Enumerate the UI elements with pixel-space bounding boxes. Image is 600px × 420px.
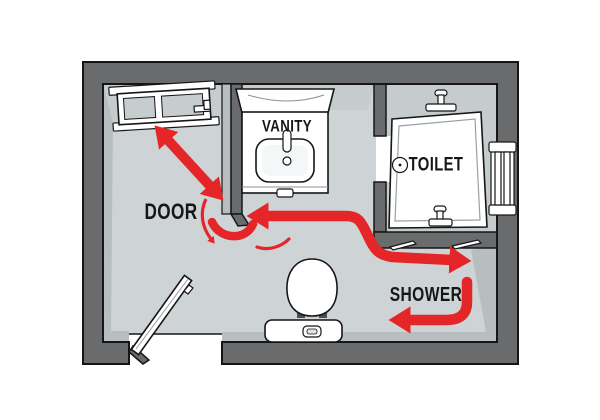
faucet-icon [282, 129, 292, 153]
toilet-bowl [286, 258, 338, 317]
outer-walls [82, 61, 519, 365]
stall-left-wall-lower [373, 181, 387, 233]
vanity-counter [234, 88, 336, 198]
toilet-label: TOILET [408, 154, 464, 176]
door-swing-icon [200, 198, 291, 251]
stall-floor [388, 111, 488, 229]
flow-arrow-door-shower [246, 202, 472, 274]
stall-left-wall-upper [373, 83, 387, 137]
showerhead-icon [425, 89, 457, 112]
window-icon [108, 80, 220, 132]
door-leaf-icon [128, 274, 194, 365]
flow-arrow-window-door [154, 125, 224, 201]
circulation-arrows [154, 125, 473, 334]
shower-label: SHOWER [389, 284, 463, 306]
door-knob [183, 284, 194, 295]
towel-bar-icon [488, 141, 517, 216]
flow-arrow-shower-return [388, 276, 473, 334]
door-label: DOOR [144, 199, 198, 224]
sink-drain-icon [282, 156, 292, 166]
floor-drain-icon [391, 156, 409, 174]
vanity-label: VANITY [262, 116, 312, 136]
